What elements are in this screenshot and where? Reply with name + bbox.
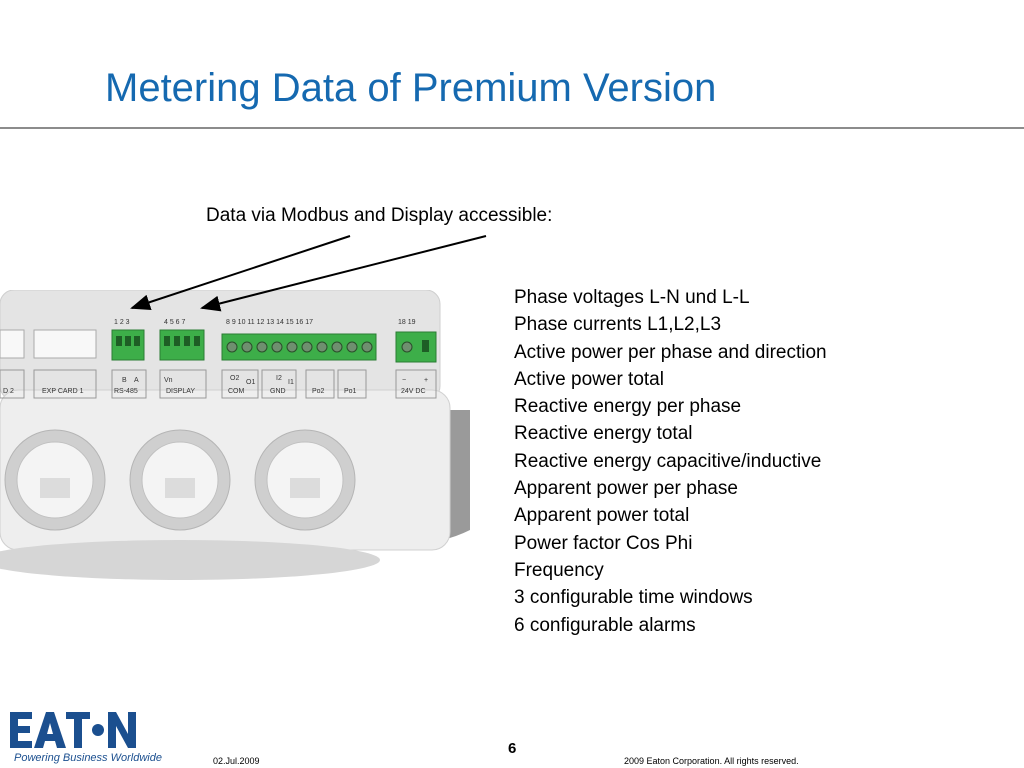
- mark-vn: Vn: [164, 377, 173, 384]
- metering-features-list: Phase voltages L-N und L-L Phase current…: [514, 284, 827, 639]
- meter-device-image: 1 2 3 4 5 6 7 8 9 10 11 12 13 14 15 16 1…: [0, 290, 470, 580]
- mark-i1: I1: [288, 379, 294, 386]
- mark-minus: −: [402, 377, 406, 384]
- feature-item: Active power per phase and direction: [514, 341, 827, 363]
- eaton-tagline: Powering Business Worldwide: [14, 752, 162, 764]
- port-label-rs485: RS-485: [114, 388, 138, 395]
- terminal-numbers-2: 4 5 6 7: [164, 319, 186, 326]
- title-divider: [0, 127, 1024, 129]
- caption-text: Data via Modbus and Display accessible:: [206, 205, 553, 226]
- terminal-numbers-4: 18 19: [398, 319, 416, 326]
- port-label-po2: Po2: [312, 388, 325, 395]
- feature-item: Phase currents L1,L2,L3: [514, 314, 722, 336]
- feature-item: Apparent power per phase: [514, 478, 738, 500]
- mark-b: B: [122, 377, 127, 384]
- feature-item: Apparent power total: [514, 505, 690, 527]
- feature-item: 6 configurable alarms: [514, 614, 696, 636]
- mark-i2: I2: [276, 375, 282, 382]
- eaton-logo: [10, 712, 136, 748]
- port-label-po1: Po1: [344, 388, 357, 395]
- slide-title: Metering Data of Premium Version: [105, 66, 717, 110]
- mark-o1: O1: [246, 379, 255, 386]
- mark-a: A: [134, 377, 139, 384]
- terminal-numbers-3: 8 9 10 11 12 13 14 15 16 17: [226, 319, 313, 326]
- terminal-numbers-1: 1 2 3: [114, 319, 130, 326]
- port-label-gnd: GND: [270, 388, 286, 395]
- port-label-24vdc: 24V DC: [401, 388, 426, 395]
- feature-item: Reactive energy per phase: [514, 396, 742, 418]
- mark-plus: +: [424, 377, 428, 384]
- port-label-display: DISPLAY: [166, 388, 195, 395]
- port-label-com: COM: [228, 388, 245, 395]
- footer-date: 02.Jul.2009: [213, 756, 260, 766]
- port-label-exp2: D 2: [3, 388, 14, 395]
- ct-openings: [4, 429, 356, 531]
- mark-o2: O2: [230, 375, 239, 382]
- feature-item: Power factor Cos Phi: [514, 532, 693, 554]
- feature-item: Active power total: [514, 368, 664, 390]
- page-number: 6: [508, 740, 517, 757]
- feature-item: Reactive energy total: [514, 423, 693, 445]
- feature-item: Frequency: [514, 559, 604, 581]
- footer-copyright: 2009 Eaton Corporation. All rights reser…: [624, 756, 799, 766]
- port-label-exp1: EXP CARD 1: [42, 388, 84, 395]
- feature-item: Reactive energy capacitive/inductive: [514, 450, 822, 472]
- feature-item: Phase voltages L-N und L-L: [514, 287, 750, 308]
- feature-item: 3 configurable time windows: [514, 587, 753, 609]
